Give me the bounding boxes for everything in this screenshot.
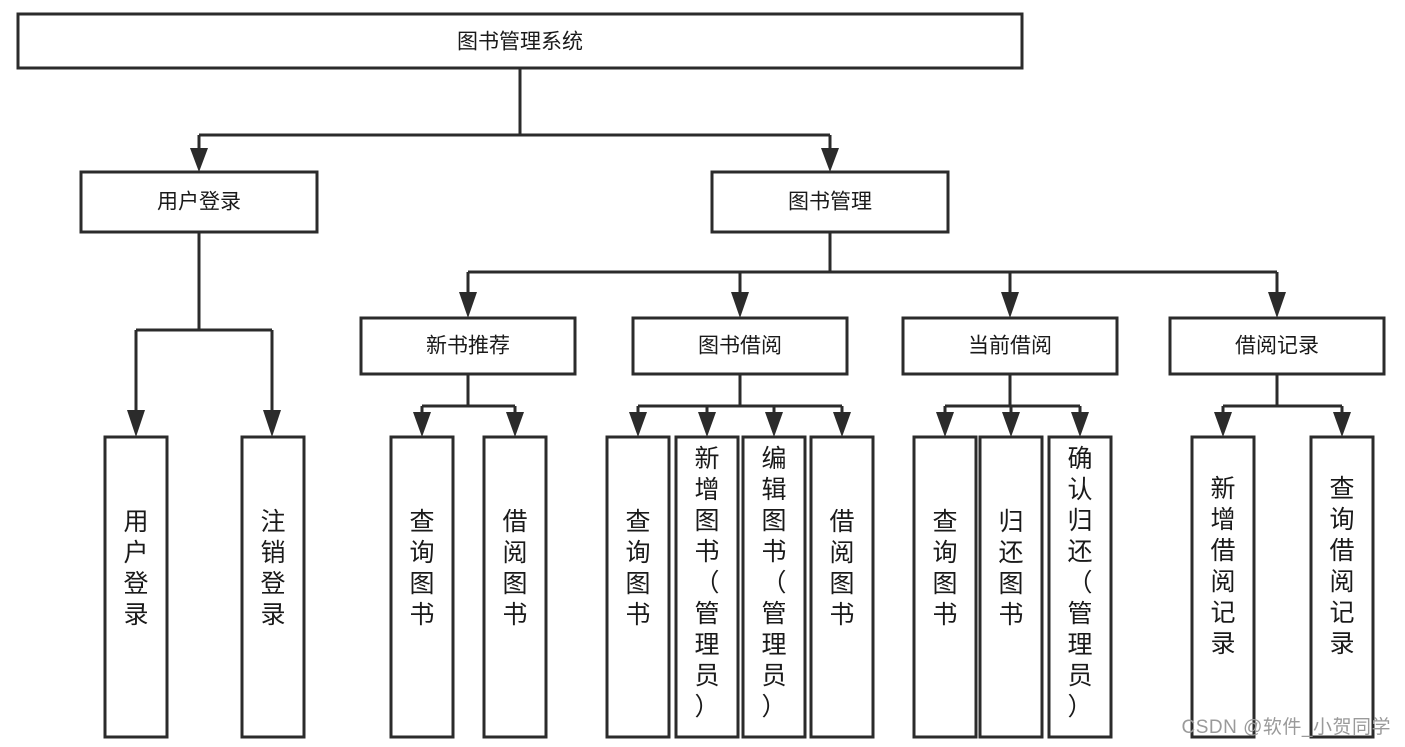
node-leaf-query-book-2-label: 查询图书 (625, 508, 650, 629)
node-leaf-add-book[interactable]: 新增图书（管理员） (674, 435, 740, 739)
connector-userlogin-to-leaves (127, 232, 281, 437)
node-leaf-add-record-label: 新增借阅记录 (1210, 475, 1235, 658)
connector-bookborrow-to-leaves (629, 374, 851, 437)
node-root-label: 图书管理系统 (457, 31, 583, 54)
node-new-book-recommend-label: 新书推荐 (426, 335, 510, 358)
node-leaf-confirm-return[interactable]: 确认归还（管理员） (1047, 435, 1113, 739)
node-root[interactable]: 图书管理系统 (16, 12, 1024, 70)
node-book-borrow-label: 图书借阅 (698, 335, 782, 358)
node-leaf-query-book-3[interactable]: 查询图书 (912, 435, 978, 739)
node-leaf-edit-book[interactable]: 编辑图书（管理员） (741, 435, 807, 739)
node-leaf-query-book-2[interactable]: 查询图书 (605, 435, 671, 739)
node-book-manage[interactable]: 图书管理 (710, 170, 950, 234)
node-leaf-borrow-book-1-label: 借阅图书 (502, 508, 527, 629)
node-leaf-query-book-3-label: 查询图书 (932, 508, 957, 629)
node-leaf-borrow-book-1[interactable]: 借阅图书 (482, 435, 548, 739)
connector-newbook-to-leaves (413, 374, 524, 437)
node-current-borrow[interactable]: 当前借阅 (901, 316, 1119, 376)
node-new-book-recommend[interactable]: 新书推荐 (359, 316, 577, 376)
node-leaf-user-login[interactable]: 用户登录 (103, 435, 169, 739)
node-book-manage-label: 图书管理 (788, 191, 872, 214)
node-leaf-query-record-label: 查询借阅记录 (1329, 475, 1354, 658)
connector-currentborrow-to-leaves (936, 374, 1089, 437)
node-leaf-borrow-book-2[interactable]: 借阅图书 (809, 435, 875, 739)
node-user-login-label: 用户登录 (157, 191, 241, 214)
node-borrow-record[interactable]: 借阅记录 (1168, 316, 1386, 376)
node-leaf-add-book-label: 新增图书（管理员） (694, 445, 719, 721)
connector-bookmanage-to-level3 (459, 232, 1286, 318)
node-leaf-query-book-1-label: 查询图书 (409, 508, 434, 629)
node-book-borrow[interactable]: 图书借阅 (631, 316, 849, 376)
node-leaf-edit-book-label: 编辑图书（管理员） (761, 445, 786, 721)
connector-borrowrecord-to-leaves (1214, 374, 1351, 437)
node-leaf-return-book-label: 归还图书 (998, 508, 1023, 629)
node-leaf-user-logout[interactable]: 注销登录 (240, 435, 306, 739)
node-borrow-record-label: 借阅记录 (1235, 335, 1319, 358)
node-leaf-query-record[interactable]: 查询借阅记录 (1309, 435, 1375, 739)
node-user-login[interactable]: 用户登录 (79, 170, 319, 234)
node-leaf-add-record[interactable]: 新增借阅记录 (1190, 435, 1256, 739)
node-leaf-user-logout-label: 注销登录 (260, 508, 285, 629)
connector-root-to-level2 (190, 68, 839, 172)
node-leaf-borrow-book-2-label: 借阅图书 (829, 508, 854, 629)
node-leaf-query-book-1[interactable]: 查询图书 (389, 435, 455, 739)
node-leaf-confirm-return-label: 确认归还（管理员） (1067, 445, 1092, 721)
node-leaf-return-book[interactable]: 归还图书 (978, 435, 1044, 739)
node-current-borrow-label: 当前借阅 (968, 335, 1052, 358)
node-leaf-user-login-label: 用户登录 (123, 508, 148, 629)
